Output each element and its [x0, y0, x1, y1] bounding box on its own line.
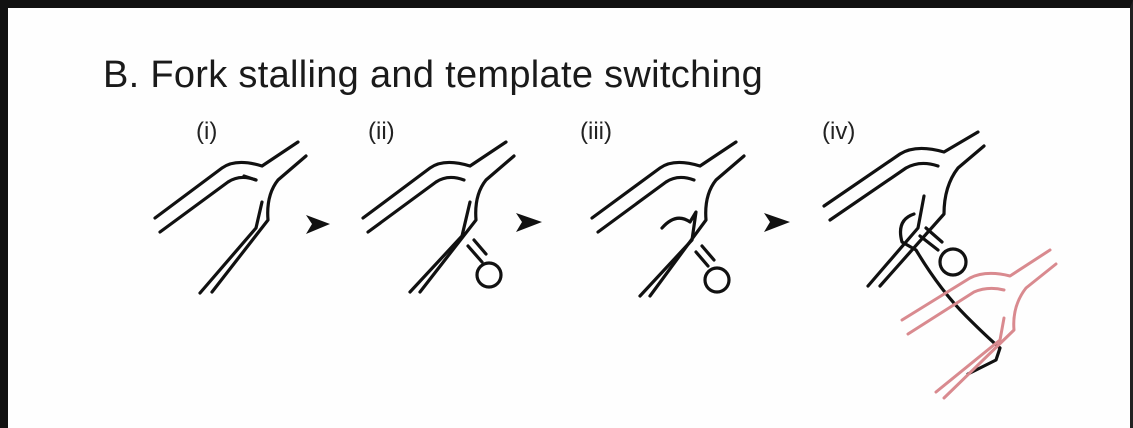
panel-label-iv: (iv)	[822, 118, 856, 145]
second-fork-bottom-inner	[934, 316, 1006, 394]
hairpin-loop	[475, 261, 503, 289]
parental-strand-top	[822, 130, 980, 208]
panel-label-iii: (iii)	[580, 118, 612, 145]
arrow-right-icon	[306, 215, 330, 234]
parental-strand-top-inner	[596, 175, 696, 234]
hairpin-stem	[466, 238, 488, 264]
second-fork-top	[900, 248, 1052, 322]
invading-strand	[898, 212, 1002, 376]
arrow-right-icon	[764, 213, 790, 232]
parental-strand-bottom	[210, 154, 308, 294]
parental-strand-top	[361, 140, 508, 220]
hairpin-stem	[694, 244, 716, 268]
panel-label-i: (i)	[196, 118, 218, 145]
second-fork-top-inner	[906, 286, 1006, 336]
fork-panel-iv	[822, 130, 1058, 400]
parental-strand-top	[153, 140, 300, 220]
figure-title: B. Fork stalling and template switching	[103, 54, 764, 96]
fork-panel-ii	[361, 140, 516, 294]
leading-strand	[866, 194, 926, 288]
arrow-right-icon	[516, 213, 542, 232]
switched-strand	[638, 210, 698, 298]
lagging-strand-tail	[242, 174, 258, 182]
hairpin-stem	[918, 226, 944, 252]
panel-label-ii: (ii)	[368, 118, 395, 145]
leading-strand	[408, 200, 472, 294]
parental-strand-bottom	[648, 154, 746, 298]
fork-panel-iii	[590, 140, 746, 298]
parental-strand-bottom	[878, 144, 986, 288]
parental-strand-top-inner	[828, 161, 940, 222]
parental-strand-top	[590, 140, 738, 220]
leading-strand	[198, 200, 264, 295]
fork-panel-i	[153, 140, 308, 295]
parental-strand-top-inner	[366, 175, 466, 234]
parental-strand-bottom	[418, 154, 516, 294]
hairpin-loop	[938, 247, 968, 277]
second-fork-bottom	[942, 262, 1058, 400]
hairpin-loop	[703, 266, 731, 294]
